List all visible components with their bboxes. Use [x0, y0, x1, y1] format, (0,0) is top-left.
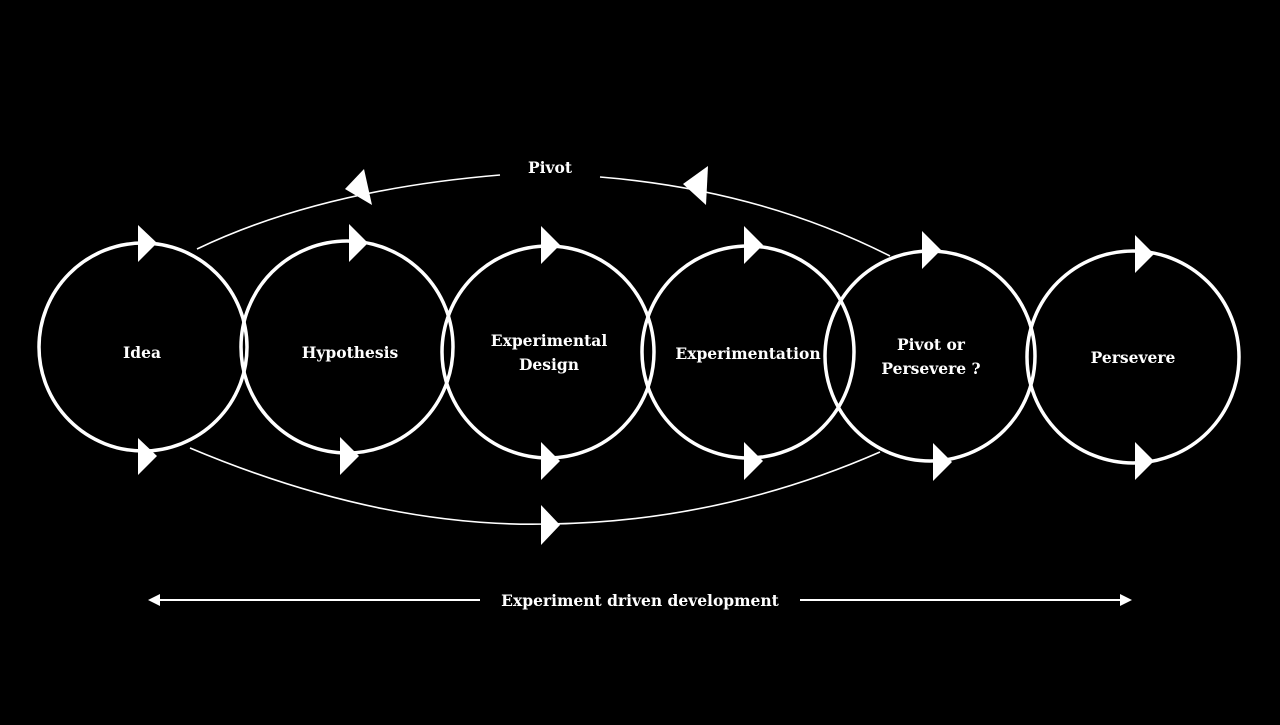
pivot-label: Pivot [528, 158, 573, 177]
stage-label-line-1: Experimental [491, 331, 608, 350]
pivot-arc-right [599, 176, 891, 257]
cycle-arrow-top [138, 225, 157, 262]
cycle-arrow-bottom [1135, 442, 1154, 480]
stage-label: Experimentation [675, 344, 820, 363]
cycle-arrow-bottom [744, 442, 763, 480]
pivot-arrow-right [683, 166, 708, 205]
cycle-arrow-bottom [933, 443, 952, 481]
stage-pivot-or-persevere: Pivot or Persevere ? [823, 231, 1037, 481]
cycle-arrow-bottom [541, 442, 560, 480]
stage-label: Persevere [1091, 348, 1176, 367]
stage-label: Hypothesis [302, 343, 399, 362]
stage-label-line-2: Persevere ? [881, 359, 980, 378]
stage-idea: Idea [37, 225, 249, 475]
loop-bottom-arrow [541, 505, 560, 545]
stage-circle [1025, 249, 1241, 465]
stage-label-line-1: Pivot or [897, 335, 966, 354]
cycle-arrow-bottom [138, 438, 157, 475]
cycle-arrow-top [541, 226, 560, 264]
stage-hypothesis: Hypothesis [239, 224, 455, 475]
stage-experimentation: Experimentation [640, 226, 856, 480]
stage-experimental-design: Experimental Design [440, 226, 656, 480]
cycle-arrow-bottom [340, 437, 359, 475]
footer-arrowhead-left [148, 594, 160, 606]
cycle-arrow-top [1135, 235, 1154, 273]
cycle-arrow-top [922, 231, 941, 269]
footer-arrowhead-right [1120, 594, 1132, 606]
stage-label: Idea [123, 343, 161, 362]
cycle-arrow-top [744, 226, 763, 264]
stage-persevere: Persevere [1025, 235, 1241, 480]
cycle-arrow-top [349, 224, 368, 262]
footer-label: Experiment driven development [501, 591, 779, 610]
pivot-arrow-left [345, 169, 372, 205]
pivot-arc-left [196, 174, 501, 250]
stage-label-line-2: Design [519, 355, 579, 374]
